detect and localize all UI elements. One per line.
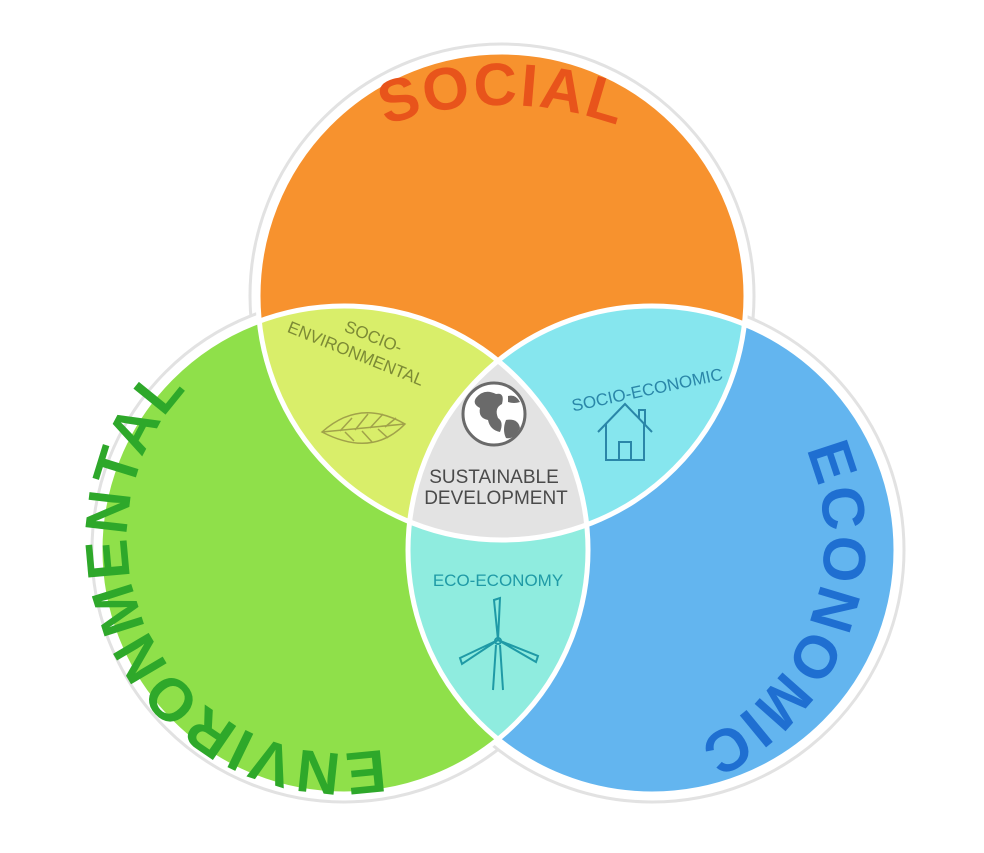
separator-lines xyxy=(97,49,899,797)
leaf-icon xyxy=(320,412,407,444)
sustainable-development-region xyxy=(408,306,588,540)
eco-economy-label: ECO-ECONOMY xyxy=(433,571,563,590)
house-icon xyxy=(597,402,653,461)
wind-turbine-icon xyxy=(458,596,540,691)
globe-icon xyxy=(461,381,527,447)
sustainable-development-label-line1: SUSTAINABLE xyxy=(429,467,559,488)
sustainable-development-label-line2: DEVELOPMENT xyxy=(424,488,568,509)
